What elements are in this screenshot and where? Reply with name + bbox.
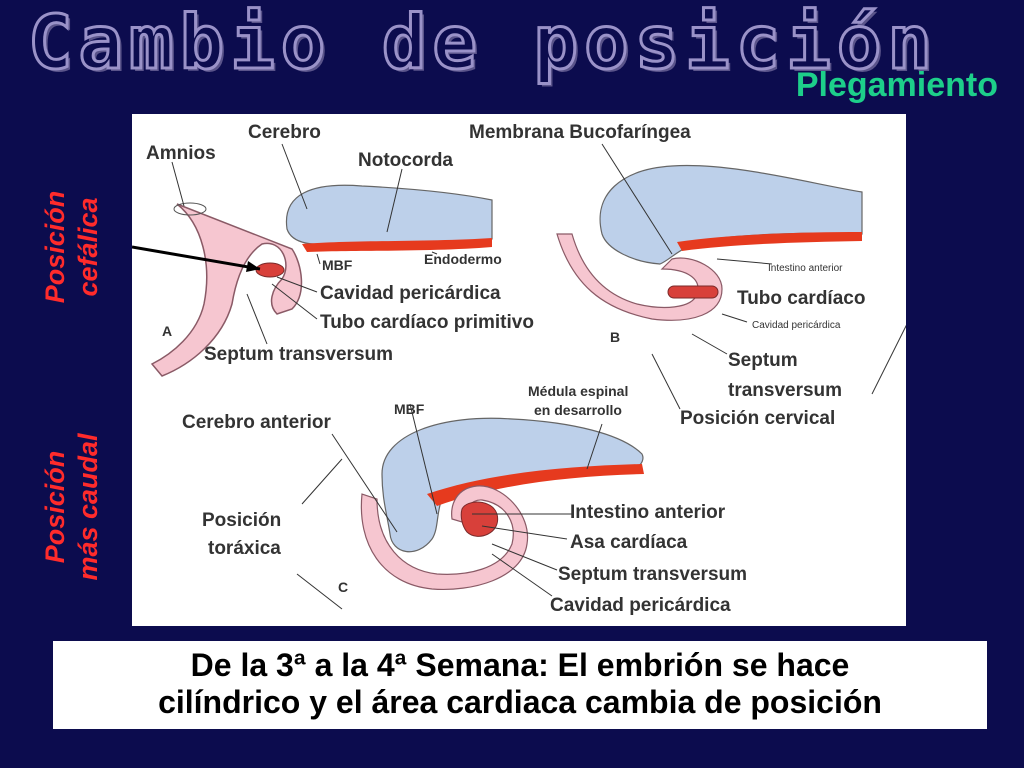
side-label-caudal: Posición más caudal [39, 407, 105, 607]
panel-c-label-cerebro-ant: Cerebro anterior [182, 412, 331, 433]
panel-c-label-asa: Asa cardíaca [570, 532, 688, 553]
side-label-caudal-line2: más caudal [73, 433, 103, 581]
panel-c-label-mbf: MBF [394, 401, 425, 417]
panel-c-pericardial-fold [360, 485, 529, 591]
side-label-cefalica-line1: Posición [40, 190, 70, 304]
panel-a-amnion-ring [173, 202, 207, 216]
panel-a-label-mbf: MBF [322, 257, 353, 273]
panel-b-label-tubo: Tubo cardíaco [737, 288, 865, 309]
panel-b-label-cavidad: Cavidad pericárdica [752, 320, 841, 331]
panel-a-notochord [302, 238, 492, 252]
panel-c-label-posicion1: Posición [202, 510, 281, 531]
side-label-caudal-line1: Posición [40, 450, 70, 564]
caption-line2: cilíndrico y el área cardiaca cambia de … [158, 684, 882, 720]
panel-a-leader-lines [171, 143, 438, 345]
panel-a-label-amnios: Amnios [146, 143, 216, 164]
panel-a-label-endodermo: Endodermo [424, 251, 502, 267]
panel-c-label-posicion2: toráxica [208, 538, 281, 559]
panel-b: Membrana Bucofaríngea Intestino anterior… [469, 122, 906, 429]
panel-c-cardiac-loop [460, 501, 499, 537]
panel-a: Amnios Cerebro Notocorda MBF Endodermo C… [132, 122, 534, 377]
panel-c-label-cavidad: Cavidad pericárdica [550, 595, 731, 616]
side-label-cefalica-line2: cefálica [73, 197, 103, 297]
panel-a-letter: A [162, 323, 172, 339]
panel-c-label-septum: Septum transversum [558, 564, 747, 585]
panel-b-letter: B [610, 329, 620, 345]
panel-a-label-septum: Septum transversum [204, 344, 393, 365]
panel-c-leader-lines [296, 403, 603, 610]
panel-b-heart-tube [667, 285, 719, 299]
panel-b-label-posicion: Posición cervical [680, 408, 835, 429]
caption-line1: De la 3ª a la 4ª Semana: El embrión se h… [190, 647, 850, 683]
panel-c: Cerebro anterior MBF Médula espinal en d… [182, 383, 747, 616]
panel-a-label-cavidad: Cavidad pericárdica [320, 283, 501, 304]
side-label-cefalica: Posición cefálica [39, 172, 105, 322]
panel-c-label-intestino: Intestino anterior [570, 502, 726, 523]
embryo-diagram: Amnios Cerebro Notocorda MBF Endodermo C… [132, 122, 906, 616]
panel-a-heart-tube [255, 262, 285, 278]
panel-b-leader-lines [601, 143, 906, 410]
panel-a-arrowhead [246, 261, 260, 272]
panel-c-label-medula2: en desarrollo [534, 402, 622, 418]
panel-a-pointer-arrow [132, 245, 261, 271]
slide-subtitle: Plegamiento [795, 66, 998, 104]
panel-b-notochord [677, 232, 862, 251]
panel-a-amnion-shape [150, 203, 303, 377]
panel-b-pericardial-fold [556, 233, 723, 321]
panel-b-label-membrana: Membrana Bucofaríngea [469, 122, 691, 143]
panel-b-label-septum2: transversum [728, 380, 842, 401]
panel-c-letter: C [338, 579, 348, 595]
panel-b-brain [599, 164, 863, 265]
panel-b-label-septum1: Septum [728, 350, 798, 371]
panel-b-label-intestino: Intestino anterior [768, 263, 843, 274]
panel-a-label-cerebro: Cerebro [248, 122, 321, 143]
panel-a-label-tubo: Tubo cardíaco primitivo [320, 312, 534, 333]
slide-title: Cambio de posición [27, 0, 938, 86]
panel-c-label-medula1: Médula espinal [528, 383, 628, 399]
panel-c-notochord [427, 464, 644, 506]
panel-a-brain [285, 184, 493, 246]
panel-a-label-notocorda: Notocorda [358, 150, 453, 171]
caption-box: De la 3ª a la 4ª Semana: El embrión se h… [53, 641, 987, 729]
embryo-folding-figure: Amnios Cerebro Notocorda MBF Endodermo C… [132, 114, 906, 626]
